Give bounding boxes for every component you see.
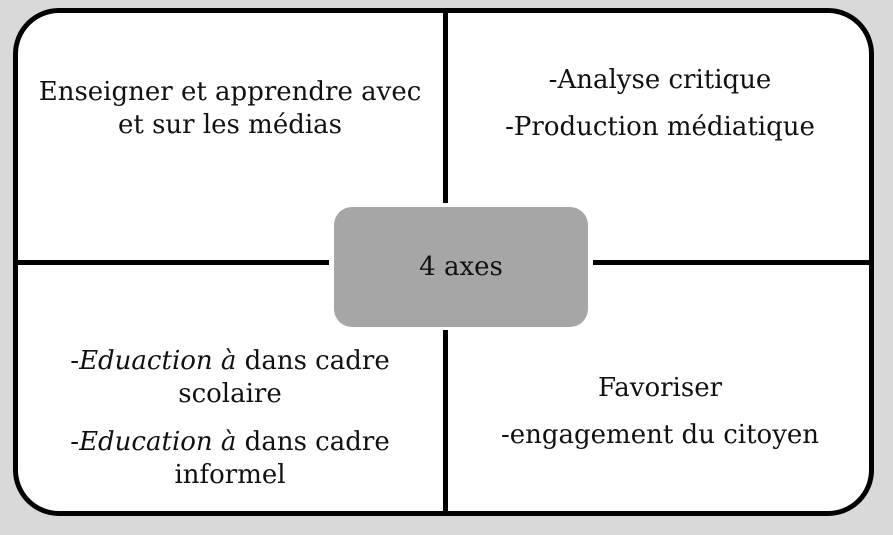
vertical-divider-top <box>443 8 448 203</box>
horizontal-divider-right <box>593 260 874 265</box>
vertical-divider-bottom <box>443 330 448 516</box>
item-1-italic: Eduaction à <box>79 346 237 376</box>
item-2-italic: Education à <box>79 426 237 457</box>
top-left-line-1: Enseigner et apprendre avec <box>38 77 422 107</box>
bottom-left-item-1-line-2: scolaire <box>178 379 282 410</box>
item-2-rest: dans cadre <box>236 426 390 457</box>
top-right-line-2: -Production médiatique <box>505 112 815 143</box>
quadrant-bottom-right: Favoriser -engagement du citoyen <box>455 372 865 453</box>
bottom-left-item-2: -Education à dans cadre <box>20 426 440 459</box>
item-1-rest: dans cadre <box>236 346 390 376</box>
item-2-dash: - <box>70 426 80 457</box>
bottom-right-line-2: -engagement du citoyen <box>500 420 820 451</box>
quadrant-top-right: -Analyse critique -Production médiatique <box>455 64 865 145</box>
quadrant-bottom-left: -Eduaction à dans cadre scolaire -Educat… <box>20 345 440 492</box>
quadrant-top-left: Enseigner et apprendre avec et sur les m… <box>20 76 440 143</box>
item-1-dash: - <box>70 346 80 376</box>
bottom-left-item-1: -Eduaction à dans cadre <box>20 345 440 378</box>
horizontal-divider-left <box>13 260 329 265</box>
top-left-line-2: et sur les médias <box>117 110 343 141</box>
center-box: 4 axes <box>334 207 588 327</box>
center-label: 4 axes <box>419 252 503 282</box>
top-right-line-1: -Analyse critique <box>548 65 772 95</box>
bottom-left-item-2-line-2: informel <box>174 459 286 490</box>
bottom-right-line-1: Favoriser <box>597 373 723 403</box>
